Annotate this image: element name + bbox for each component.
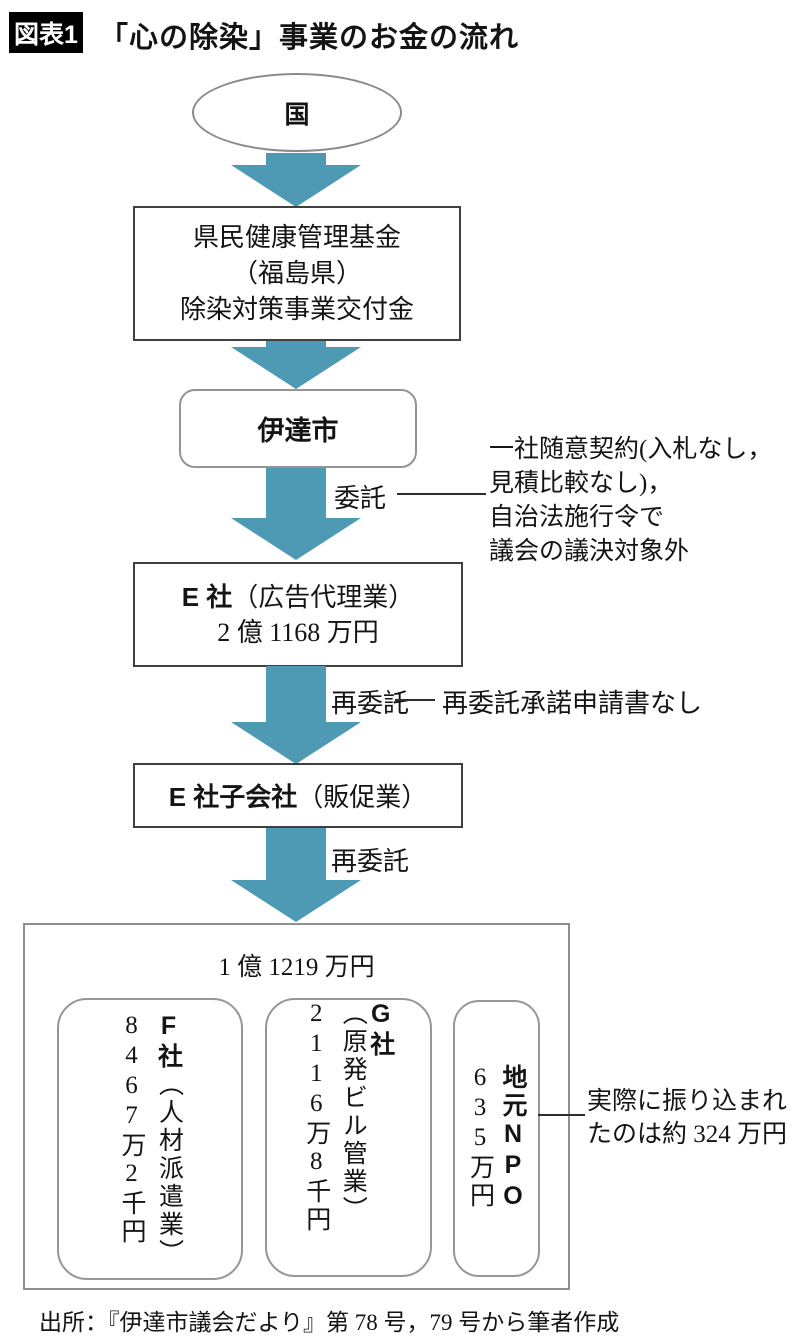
figure-tag: 図表1 <box>9 12 83 53</box>
fund-line2: （福島県） <box>231 258 362 288</box>
flow-arrow-city-to-company-e <box>231 468 361 560</box>
transfer-note-line1: 実際に振り込まれ <box>587 1088 788 1115</box>
flow-arrow-subsidiary-to-recipients <box>231 828 361 922</box>
redelegation1-connector-line <box>395 699 435 701</box>
fund-line1: 県民健康管理基金 <box>192 222 401 252</box>
city-label: 伊達市 <box>257 416 339 446</box>
delegation-note-line2: 見積比較なし)， <box>489 470 673 497</box>
fund-line3: 除染対策事業交付金 <box>179 294 414 324</box>
delegation-note: 一社随意契約(入札なし， 見積比較なし)， 自治法施行令で 議会の議決対象外 <box>489 433 772 569</box>
subsidiary-node: E 社子会社（販促業） <box>133 763 463 828</box>
npo-text: 地元NPO 635万円 <box>461 1064 532 1213</box>
flow-arrow-national-to-fund <box>231 153 361 207</box>
company-f-type: （人材派遣業） <box>155 1070 183 1267</box>
transfer-connector-line <box>538 1114 585 1116</box>
company-e-node: E 社（広告代理業） 2 億 1168 万円 <box>133 562 463 667</box>
delegation-label: 委託 <box>334 484 387 513</box>
company-f-text: F社（人材派遣業） 8467万2千円 <box>109 1012 192 1267</box>
redelegation2-label: 再委託 <box>331 847 410 876</box>
company-e-title: E 社（広告代理業） <box>182 580 415 615</box>
delegation-connector-line <box>397 493 486 495</box>
transfer-note-line2: たのは約 324 万円 <box>587 1121 788 1148</box>
company-g-type: （原発ビル管業） <box>339 1000 367 1224</box>
npo-amount: 635万円 <box>466 1064 494 1210</box>
fund-node: 県民健康管理基金 （福島県） 除染対策事業交付金 <box>133 206 461 341</box>
company-g-text: G社（原発ビル管業） 2116万8千円 <box>293 1000 404 1275</box>
company-e-name: E 社 <box>181 581 233 612</box>
subsidiary-type: （販促業） <box>297 783 428 812</box>
subsidiary-name: E 社子会社 <box>168 782 298 812</box>
figure-title: 「心の除染」事業のお金の流れ <box>99 22 520 54</box>
company-f-name: F社 <box>154 1011 183 1071</box>
delegation-note-line1: 一社随意契約(入札なし， <box>489 436 773 463</box>
company-f-title: F社（人材派遣業） <box>154 1012 183 1267</box>
company-g-title: G社（原発ビル管業） <box>339 1000 395 1275</box>
delegation-note-line4: 議会の議決対象外 <box>489 538 690 565</box>
recipients-total: 1 億 1219 万円 <box>218 954 375 981</box>
company-e-amount: 2 億 1168 万円 <box>217 617 379 647</box>
npo-name: 地元NPO <box>499 1064 527 1213</box>
flow-arrow-company-e-to-subsidiary <box>231 666 361 764</box>
delegation-note-line3: 自治法施行令で <box>489 504 665 531</box>
company-g-amount: 2116万8千円 <box>302 1000 330 1234</box>
national-label: 国 <box>284 100 310 129</box>
flow-arrow-fund-to-city <box>231 341 361 389</box>
national-node: 国 <box>192 73 402 152</box>
city-node: 伊達市 <box>179 389 417 468</box>
company-f-amount: 8467万2千円 <box>118 1011 145 1246</box>
transfer-note: 実際に振り込まれ たのは約 324 万円 <box>587 1085 787 1151</box>
company-g-node: G社（原発ビル管業） 2116万8千円 <box>265 998 432 1277</box>
company-f-node: F社（人材派遣業） 8467万2千円 <box>57 998 243 1280</box>
npo-title: 地元NPO <box>499 1064 527 1213</box>
company-e-type: （広告代理業） <box>232 582 415 612</box>
subsidiary-title: E 社子会社（販促業） <box>169 777 428 814</box>
company-g-name: G社 <box>366 1000 395 1059</box>
source-caption: 出所：『伊達市議会だより』第 78 号，79 号から筆者作成 <box>39 1310 620 1335</box>
figure-tag-label: 図表1 <box>14 20 78 49</box>
redelegation1-note: 再委託承諾申請書なし <box>442 689 703 718</box>
redelegation1-label: 再委託 <box>331 689 410 718</box>
npo-node: 地元NPO 635万円 <box>453 1000 540 1277</box>
